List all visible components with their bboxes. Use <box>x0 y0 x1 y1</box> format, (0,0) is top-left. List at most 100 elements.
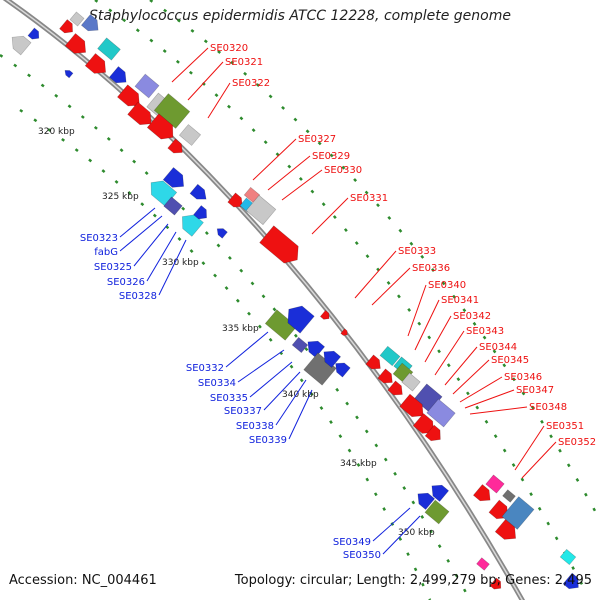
gene-block <box>335 362 351 378</box>
gene-label: SE0343 <box>466 326 504 337</box>
gene-block <box>476 557 490 571</box>
gene-arrow-shape <box>162 167 184 188</box>
gene-box-shape <box>97 37 121 61</box>
callout-line <box>407 284 427 337</box>
gene-label: SE0330 <box>324 165 362 176</box>
accession-text: Accession: NC_004461 <box>9 573 157 588</box>
callout-line <box>119 207 156 238</box>
tick-label: 340 kbp <box>282 390 319 400</box>
gene-box-shape <box>153 93 191 129</box>
callout-line <box>263 371 301 411</box>
map-title: Staphylococcus epidermidis ATCC 12228, c… <box>88 8 511 24</box>
gene-arrow-shape <box>365 354 381 370</box>
gene-label: SE0337 <box>224 406 262 417</box>
gene-label: SE0320 <box>210 43 248 54</box>
gene-label: SE0332 <box>186 363 224 374</box>
gene-label: SE0351 <box>546 421 584 432</box>
gene-arrow-shape <box>494 519 516 540</box>
callout-line <box>469 406 528 415</box>
gene-block <box>489 577 502 590</box>
gene-arrow-shape <box>227 192 243 208</box>
gene-block <box>340 328 348 336</box>
gene-block <box>84 53 106 74</box>
gene-arrow-shape <box>127 101 152 126</box>
gene-arrow-shape <box>189 183 207 200</box>
gene-block <box>307 340 326 358</box>
gene-block <box>417 492 436 510</box>
gene-arrow-shape <box>387 380 403 396</box>
gene-box-shape <box>401 372 421 392</box>
callout-line <box>146 231 177 282</box>
gene-block <box>562 572 579 590</box>
gene-block <box>259 225 299 264</box>
gene-label: SE0321 <box>225 57 263 68</box>
callout-line <box>414 299 440 351</box>
gene-arrow-shape <box>193 205 207 220</box>
gene-block <box>559 548 577 566</box>
callout-line <box>459 376 503 403</box>
gene-arrow-shape <box>117 84 140 107</box>
callout-line <box>187 61 224 101</box>
gene-block <box>426 398 456 428</box>
gene-arrow-shape <box>431 484 450 502</box>
gene-block <box>291 336 309 354</box>
gene-block <box>431 484 450 502</box>
gene-track <box>11 11 579 590</box>
gene-arrow-shape <box>216 228 228 239</box>
callout-line <box>464 389 515 409</box>
gene-block <box>97 37 121 61</box>
gene-arrow-shape <box>80 14 99 32</box>
gene-label: SE0340 <box>428 280 466 291</box>
gene-block <box>182 214 204 237</box>
callout-line <box>237 349 285 383</box>
gene-block <box>178 124 202 146</box>
gene-block <box>424 499 450 525</box>
callout-line <box>133 223 169 267</box>
gene-arrow-shape <box>146 113 174 140</box>
tick-label: 345 kbp <box>340 459 377 469</box>
gene-block <box>488 499 509 520</box>
gene-arrow-shape <box>64 33 86 54</box>
gene-arrow-shape <box>319 309 330 320</box>
gene-box-shape <box>134 73 160 99</box>
gene-label: SE0352 <box>558 437 596 448</box>
gene-label: SE0350 <box>343 550 381 561</box>
gene-label: SE0335 <box>210 393 248 404</box>
gene-label: SE0328 <box>119 291 157 302</box>
gene-block <box>153 93 191 129</box>
callout-line <box>382 515 421 555</box>
gene-block <box>80 14 99 32</box>
gene-box-shape <box>424 499 450 525</box>
gene-arrow-shape <box>417 492 436 510</box>
gene-arrow-shape <box>340 328 348 336</box>
gene-block <box>27 27 40 40</box>
gene-block <box>162 167 184 188</box>
gene-box-shape <box>476 557 490 571</box>
callout-line <box>207 82 231 119</box>
gene-block <box>399 393 424 418</box>
inner-dotted-track-2 <box>19 108 432 600</box>
gene-block <box>287 305 315 334</box>
gene-label: SE0334 <box>198 378 236 389</box>
gene-block <box>379 345 401 367</box>
tick-label: 330 kbp <box>162 258 199 268</box>
callout-line <box>514 425 545 471</box>
gene-block <box>69 11 85 27</box>
gene-arrow-shape <box>182 214 204 237</box>
gene-arrow-shape <box>377 368 393 384</box>
gene-block <box>424 424 441 442</box>
callout-line <box>275 379 307 426</box>
callout-line <box>252 138 297 181</box>
callout-line <box>452 359 490 395</box>
callout-line <box>158 239 187 296</box>
gene-block <box>117 84 140 107</box>
gene-label: SE0325 <box>94 262 132 273</box>
gene-block <box>494 519 516 540</box>
gene-arrow-shape <box>323 350 342 368</box>
gene-arrow-shape <box>399 393 424 418</box>
gene-block <box>189 183 207 200</box>
gene-block <box>163 196 183 216</box>
gene-block <box>501 496 535 530</box>
gene-arrow-shape <box>11 35 32 56</box>
